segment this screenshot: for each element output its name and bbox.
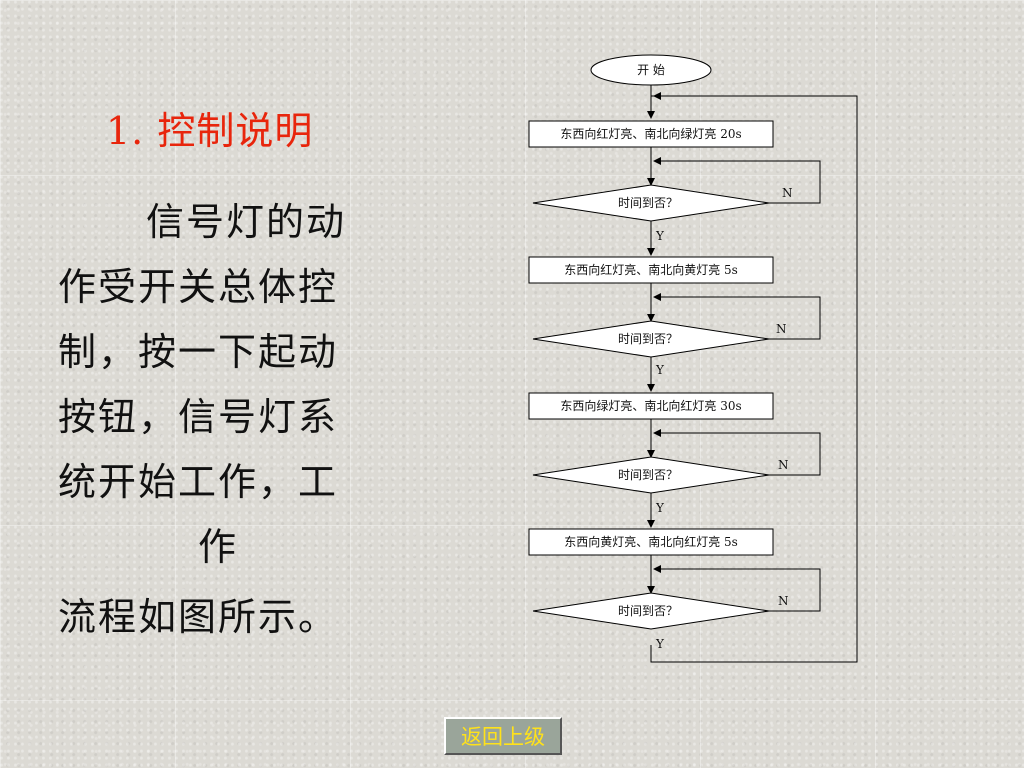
section-heading: 1. 控制说明 [106,109,314,153]
yes-label: Y [655,229,665,243]
paragraph-line: 制，按一下起动 [58,330,339,374]
back-button[interactable]: 返回上级 [444,717,562,755]
process-label: 东西向红灯亮、南北向黄灯亮 5s [564,262,738,277]
process-label: 东西向绿灯亮、南北向红灯亮 30s [560,398,741,413]
no-label: N [778,594,789,608]
no-label: N [776,322,787,336]
yes-label: Y [655,637,665,651]
paragraph-line: 流程如图所示。 [58,595,339,639]
process-label: 东西向黄灯亮、南北向红灯亮 5s [564,534,738,549]
paragraph-line: 按钮，信号灯系 [58,395,339,439]
loop-back-line [650,95,858,663]
yes-label: Y [655,501,665,515]
process-box [528,528,774,556]
yes-label: Y [655,363,665,377]
process-box [528,392,774,420]
no-label: N [782,186,793,200]
process-box [528,120,774,148]
paragraph-line: 作受开关总体控 [58,265,339,309]
description-paragraph: 信号灯的动 作受开关总体控 制，按一下起动 按钮，信号灯系 统开始工作，工 作 … [58,190,388,650]
paragraph-line: 统开始工作，工 [58,460,339,504]
decision-label: 时间到否？ [618,604,678,618]
start-label: 开 始 [637,63,665,77]
no-label: N [778,458,789,472]
paragraph-line: 信号灯的动 [146,200,347,244]
decision-label: 时间到否？ [618,196,678,210]
process-label: 东西向红灯亮、南北向绿灯亮 20s [560,126,741,141]
paragraph-line: 作 [198,525,239,569]
decision-label: 时间到否？ [618,332,678,346]
decision-label: 时间到否？ [618,468,678,482]
